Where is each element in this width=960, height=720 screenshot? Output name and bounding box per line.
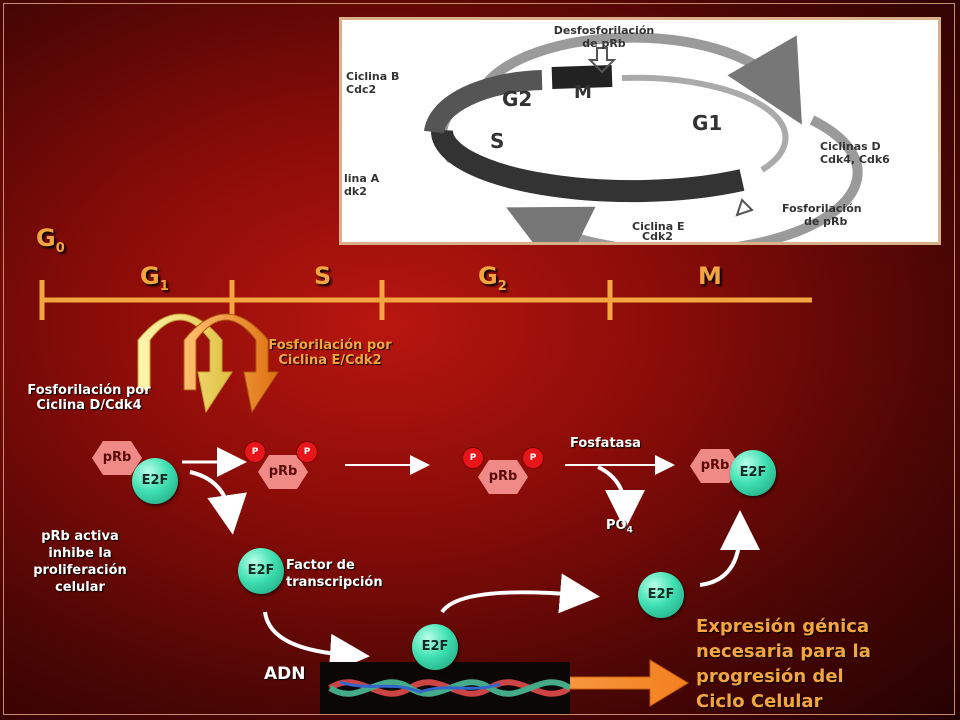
photo-g1: G1: [692, 111, 722, 135]
desfosfo-arrow-icon: [587, 47, 617, 74]
e2f-molecule-1: E2F: [132, 458, 178, 504]
photo-fosfo-2: de pRb: [804, 215, 848, 228]
dna-helix-icon: [328, 679, 570, 697]
fosfo-arrow-icon: [735, 198, 754, 217]
photo-ciclina-b-1: Ciclina B: [346, 70, 399, 83]
phase-g1: G1: [140, 262, 169, 294]
adn-label: ADN: [264, 664, 306, 684]
phase-g0: G0: [36, 224, 65, 256]
photo-s: S: [490, 129, 504, 153]
g1-arc: [621, 74, 789, 173]
photo-ciclina-a-1: lina A: [344, 172, 380, 185]
photo-ciclina-a-2: dk2: [344, 185, 367, 198]
cell-cycle-photo: Desfosforilación de pRb M G2 S G1 Ciclin…: [339, 17, 941, 279]
po4-label: PO4: [606, 518, 633, 536]
photo-ciclina-e-1: Ciclina E: [632, 220, 685, 233]
arrow-e2f-to-prb: [699, 510, 760, 587]
phosphate-1b: P: [296, 441, 318, 463]
photo-fosfo-1: Fosforilación: [782, 202, 862, 215]
e2f-free-1: E2F: [238, 548, 284, 594]
photo-ciclinas-d-1: Ciclinas D: [820, 140, 881, 153]
e2f-free-2: E2F: [412, 624, 458, 670]
g2-phase-band: [424, 70, 543, 134]
s-phase-band: [431, 129, 745, 203]
slide-frame: [3, 3, 955, 715]
phosphate-2a: P: [462, 447, 484, 469]
cell-cycle-diagram: Desfosforilación de pRb M G2 S G1 Ciclin…: [344, 24, 890, 279]
photo-desfosfo-2: de pRb: [582, 37, 626, 50]
phase-g2: G2: [478, 262, 507, 294]
photo-ciclina-e-2: Cdk2: [642, 230, 673, 242]
dna-image: [320, 662, 570, 714]
outer-arc-top: [477, 32, 803, 125]
photo-g2: G2: [502, 87, 532, 111]
e2f-free-3: E2F: [638, 572, 684, 618]
arrow-e2f-up: [440, 573, 600, 614]
photo-m: M: [574, 82, 592, 103]
phosphate-1a: P: [244, 441, 266, 463]
arrow-po4: [597, 465, 645, 530]
prb-molecule-3: pRb: [478, 460, 528, 494]
e2f-molecule-4: E2F: [730, 450, 776, 496]
yellow-uturn-arrow: [137, 313, 233, 414]
arrow-e2f-to-adn: [263, 611, 370, 674]
phosphate-2b: P: [522, 447, 544, 469]
phase-m: M: [698, 262, 722, 290]
m-phase-band: [551, 65, 613, 89]
orange-uturn-arrow: [183, 313, 279, 414]
fosfatasa-label: Fosfatasa: [570, 436, 641, 451]
arrow-release-e2f: [189, 470, 247, 535]
photo-desfosfo-1: Desfosforilación: [554, 24, 654, 37]
phase-s: S: [314, 262, 332, 290]
photo-ciclinas-d-2: Cdk4, Cdk6: [820, 153, 890, 166]
photo-ciclina-b-2: Cdc2: [346, 83, 376, 96]
